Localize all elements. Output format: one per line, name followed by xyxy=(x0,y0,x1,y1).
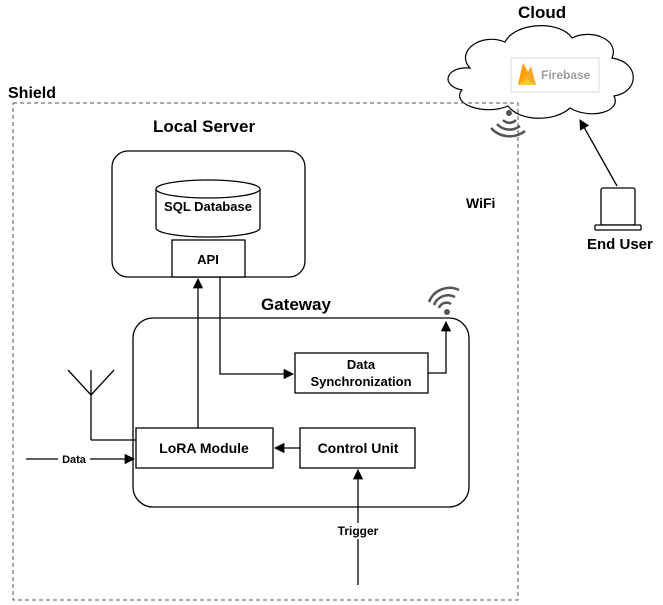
control-unit-box xyxy=(299,427,416,469)
api-box xyxy=(171,239,246,278)
shield-boundary xyxy=(12,102,519,601)
end-user-to-cloud-arrow xyxy=(579,119,618,187)
wifi-signal-icon xyxy=(490,110,526,138)
firebase-label: Firebase xyxy=(541,68,591,82)
data-sync-label-line2: Synchronization xyxy=(310,374,411,389)
data-label: Data xyxy=(62,454,87,466)
firebase-box: Firebase xyxy=(510,57,600,93)
shield-title: Shield xyxy=(8,85,56,102)
local-server-title: Local Server xyxy=(153,117,255,136)
sql-database-label: SQL Database xyxy=(164,199,252,214)
lora-module-label: LoRA Module xyxy=(159,440,249,456)
data-sync-label-line1: Data xyxy=(347,357,376,372)
wifi-signal-icon xyxy=(427,286,460,315)
gateway-title: Gateway xyxy=(261,295,331,314)
firebase-logo-icon xyxy=(518,63,536,85)
antenna-icon xyxy=(67,369,136,441)
data-sync-to-wifi-arrow xyxy=(428,320,452,374)
data-label-bg xyxy=(58,451,90,466)
api-label: API xyxy=(197,252,219,267)
control-unit-label: Control Unit xyxy=(318,440,399,456)
trigger-label-bg xyxy=(334,523,382,539)
lora-module-box xyxy=(135,427,274,469)
end-user-label: End User xyxy=(587,236,653,253)
cloud-title: Cloud xyxy=(518,3,566,22)
trigger-label: Trigger xyxy=(338,524,379,538)
laptop-icon xyxy=(594,187,642,231)
api-to-data-sync-arrow xyxy=(219,277,295,380)
sql-database-cylinder xyxy=(155,179,261,238)
gateway-box xyxy=(132,317,470,508)
wifi-label: WiFi xyxy=(466,195,495,211)
